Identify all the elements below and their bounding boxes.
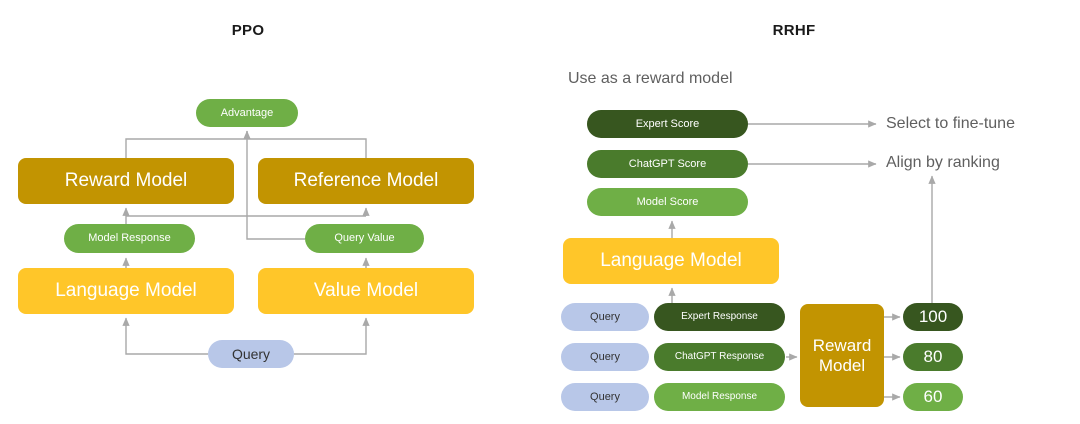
ppo-node-value-model[interactable]: Value Model bbox=[258, 268, 474, 314]
ppo-node-advantage[interactable]: Advantage bbox=[196, 99, 298, 127]
ppo-node-reference-model[interactable]: Reference Model bbox=[258, 158, 474, 204]
rrhf-node-score-100[interactable]: 100 bbox=[903, 303, 963, 331]
rrhf-node-chatgpt-score[interactable]: ChatGPT Score bbox=[587, 150, 748, 178]
rrhf-annotation-align-by-ranking: Align by ranking bbox=[886, 154, 1000, 171]
rrhf-node-model-score[interactable]: Model Score bbox=[587, 188, 748, 216]
rrhf-node-chatgpt-response[interactable]: ChatGPT Response bbox=[654, 343, 785, 371]
ppo-node-model-response[interactable]: Model Response bbox=[64, 224, 195, 253]
rrhf-node-score-60[interactable]: 60 bbox=[903, 383, 963, 411]
rrhf-node-query-1[interactable]: Query bbox=[561, 303, 649, 331]
rrhf-node-expert-score[interactable]: Expert Score bbox=[587, 110, 748, 138]
rrhf-reward-model-line-2: Model bbox=[818, 355, 866, 375]
ppo-node-reward-model[interactable]: Reward Model bbox=[18, 158, 234, 204]
rrhf-node-reward-model[interactable]: Reward Model bbox=[800, 304, 884, 407]
ppo-node-query-value[interactable]: Query Value bbox=[305, 224, 424, 253]
rrhf-node-query-2[interactable]: Query bbox=[561, 343, 649, 371]
panel-title-rrhf: RRHF bbox=[772, 21, 816, 39]
rrhf-annotation-select-to-fine-tune: Select to fine-tune bbox=[886, 115, 1015, 132]
rrhf-node-score-80[interactable]: 80 bbox=[903, 343, 963, 371]
rrhf-node-model-response[interactable]: Model Response bbox=[654, 383, 785, 411]
rrhf-node-language-model[interactable]: Language Model bbox=[563, 238, 779, 284]
rrhf-node-query-3[interactable]: Query bbox=[561, 383, 649, 411]
rrhf-reward-model-line-1: Reward bbox=[812, 335, 872, 355]
ppo-node-language-model[interactable]: Language Model bbox=[18, 268, 234, 314]
ppo-node-query[interactable]: Query bbox=[208, 340, 294, 368]
panel-title-ppo: PPO bbox=[231, 21, 265, 39]
rrhf-node-expert-response[interactable]: Expert Response bbox=[654, 303, 785, 331]
rrhf-caption: Use as a reward model bbox=[568, 70, 733, 87]
